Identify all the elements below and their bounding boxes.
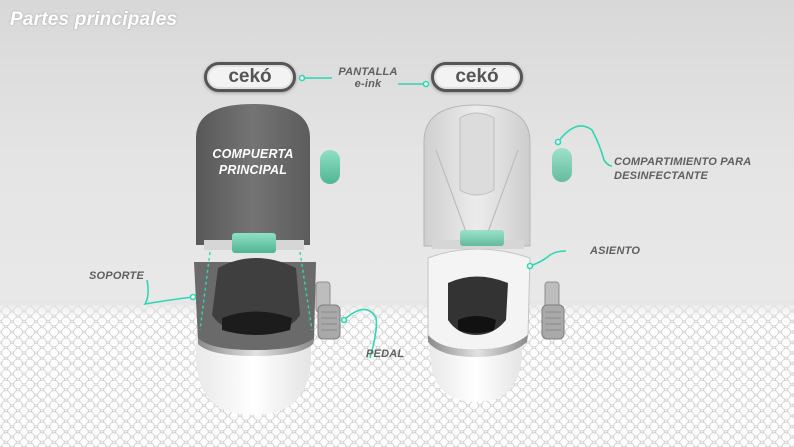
label-compartimiento: COMPARTIMIENTO PARA DESINFECTANTE <box>614 155 751 183</box>
left-eink-display: cekó <box>204 62 296 92</box>
label-compuerta-line1: COMPUERTA <box>212 147 294 161</box>
right-toilet <box>423 104 531 402</box>
label-asiento: ASIENTO <box>590 245 641 257</box>
label-soporte: SOPORTE <box>89 270 144 282</box>
label-pantalla-line1: PANTALLA <box>338 66 398 78</box>
hex-tile-floor <box>0 305 794 447</box>
label-pedal: PEDAL <box>366 348 405 360</box>
label-pantalla: PANTALLA e-ink <box>338 66 398 90</box>
left-disinfectant-compartment <box>320 150 340 184</box>
label-compuerta-line2: PRINCIPAL <box>218 163 288 177</box>
page-title: Partes principales <box>10 9 178 30</box>
label-pantalla-line2: e-ink <box>354 78 382 90</box>
left-pedal <box>315 281 341 340</box>
background-wall <box>0 0 794 310</box>
right-disinfectant-compartment <box>552 148 572 182</box>
label-compuerta-principal: COMPUERTA PRINCIPAL <box>205 146 301 178</box>
right-pedal <box>541 281 565 340</box>
left-toilet <box>194 104 316 415</box>
label-compartimiento-line1: COMPARTIMIENTO PARA <box>614 156 752 168</box>
right-eink-display: cekó <box>431 62 523 92</box>
callout-lines <box>143 74 613 359</box>
label-compartimiento-line2: DESINFECTANTE <box>614 170 709 182</box>
